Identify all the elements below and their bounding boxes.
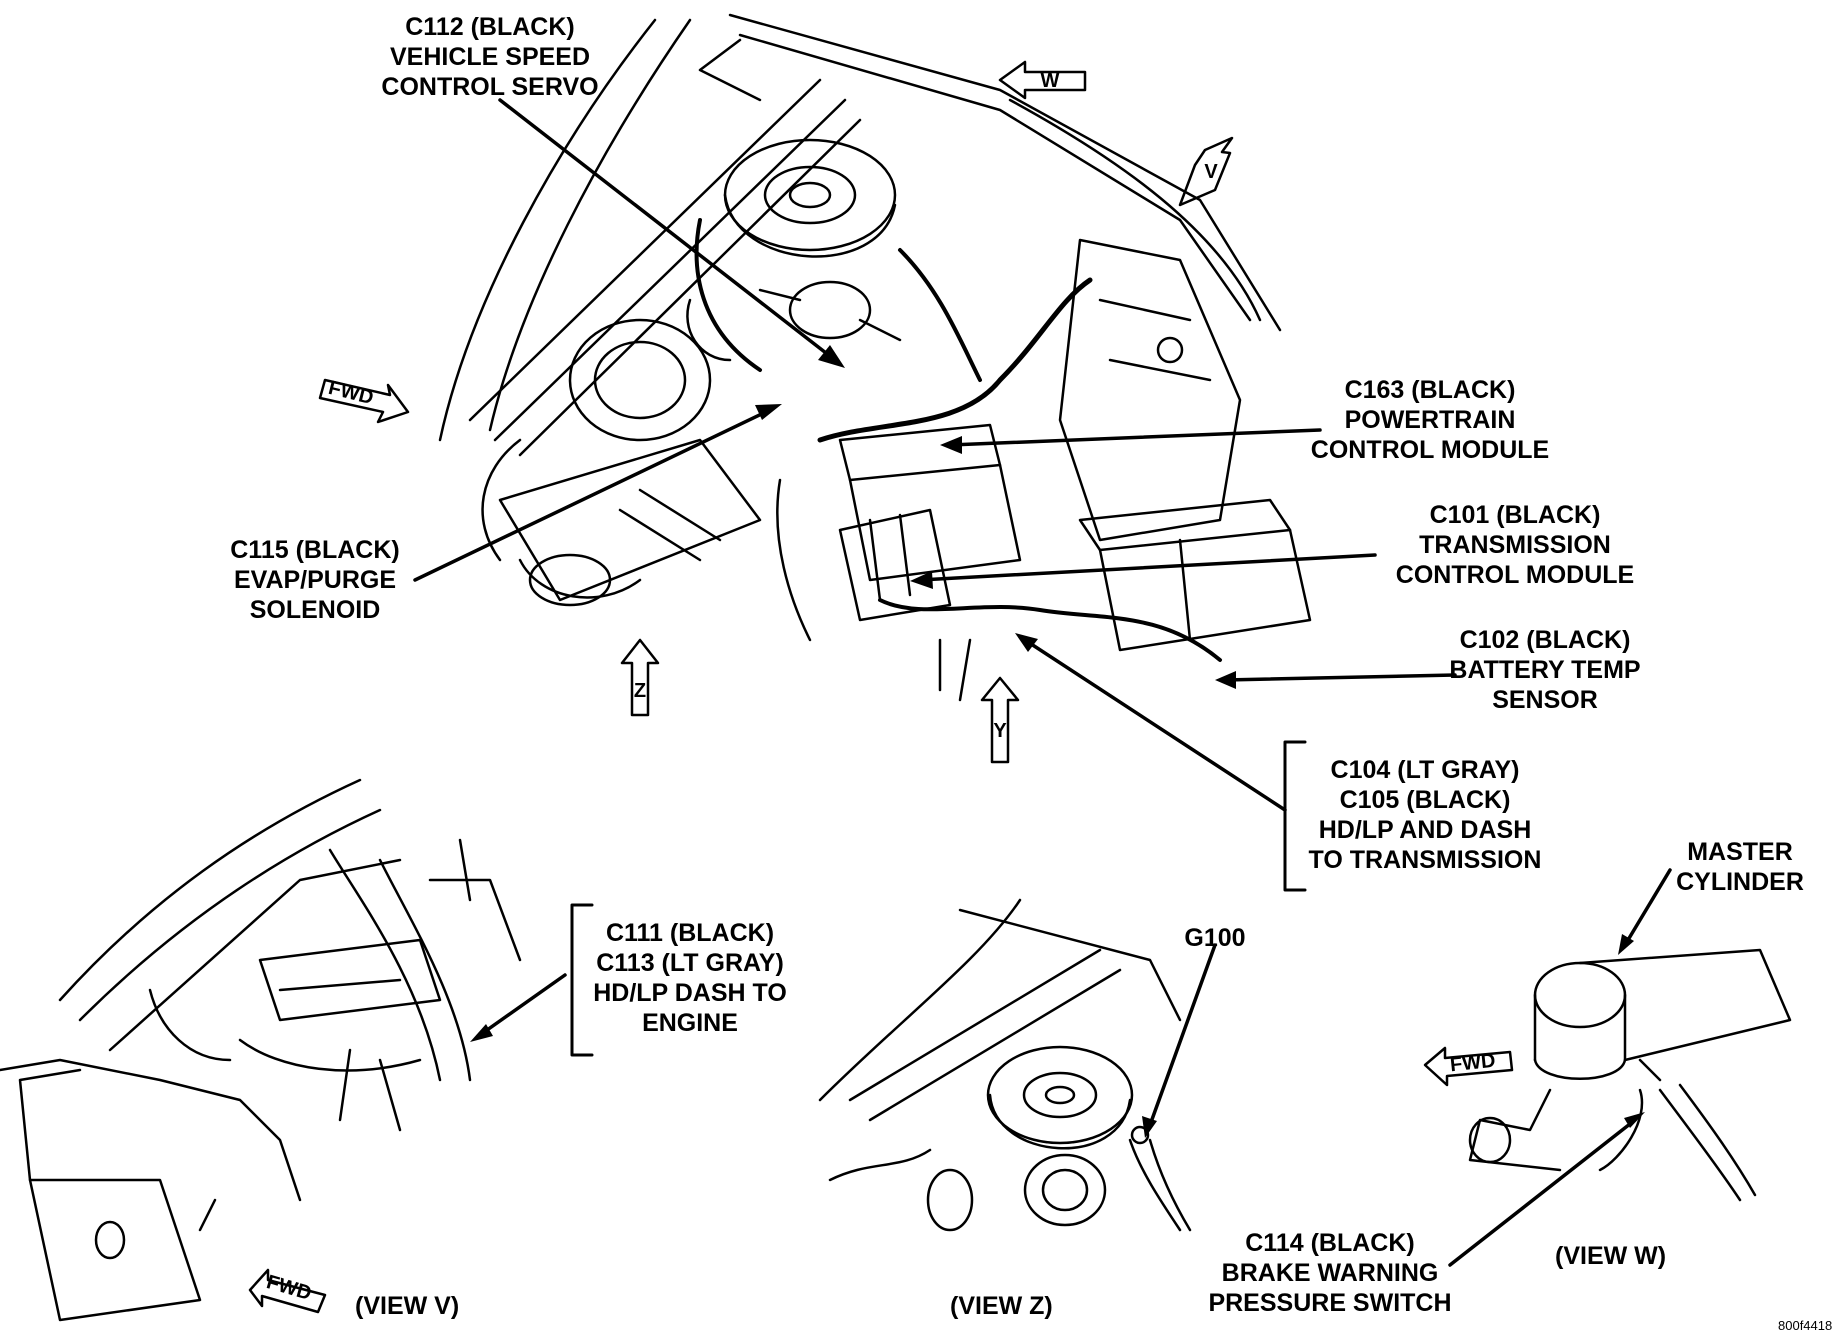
label-c163: C163 (BLACK) POWERTRAIN CONTROL MODULE <box>1285 375 1575 465</box>
label-master-cylinder: MASTER CYLINDER <box>1650 837 1830 897</box>
main-engine-bay <box>438 13 1312 702</box>
label-c115: C115 (BLACK) EVAP/PURGE SOLENOID <box>210 535 420 625</box>
label-c112-line2: VEHICLE SPEED <box>389 43 591 71</box>
label-c104-line4: TO TRANSMISSION <box>1308 846 1542 874</box>
label-c111-line3: HD/LP DASH TO <box>593 979 787 1007</box>
label-c163-line3: CONTROL MODULE <box>1310 436 1550 464</box>
label-c111-line2: C113 (LT GRAY) <box>596 949 784 977</box>
label-c114: C114 (BLACK) BRAKE WARNING PRESSURE SWIT… <box>1195 1228 1465 1318</box>
label-c112-line1: C112 (BLACK) <box>405 13 575 41</box>
view-arrow-z <box>620 638 660 717</box>
label-c101-line1: C101 (BLACK) <box>1429 501 1601 529</box>
label-c101-line2: TRANSMISSION <box>1419 531 1611 559</box>
label-c115-line3: SOLENOID <box>249 596 381 624</box>
label-c112: C112 (BLACK) VEHICLE SPEED CONTROL SERVO <box>365 12 615 102</box>
label-c115-line1: C115 (BLACK) <box>230 536 400 564</box>
label-master-line2: CYLINDER <box>1676 868 1804 896</box>
label-c163-line1: C163 (BLACK) <box>1344 376 1516 404</box>
view-z-caption: (VIEW Z) <box>950 1292 1053 1320</box>
c104-bracket <box>1283 740 1307 892</box>
label-c101-line3: CONTROL MODULE <box>1395 561 1635 589</box>
label-c104-line1: C104 (LT GRAY) <box>1330 756 1520 784</box>
fwd-arrow-view-v <box>248 1268 327 1314</box>
label-c163-line2: POWERTRAIN <box>1344 406 1516 434</box>
label-c102: C102 (BLACK) BATTERY TEMP SENSOR <box>1430 625 1660 715</box>
view-v-caption: (VIEW V) <box>355 1292 460 1320</box>
view-w-drawing <box>1448 868 1792 1267</box>
label-g100-text: G100 <box>1184 924 1246 952</box>
figure-id: 800f4418 <box>1778 1318 1833 1333</box>
c111-bracket <box>570 903 594 1057</box>
label-c114-line2: BRAKE WARNING <box>1221 1259 1439 1287</box>
label-c102-line1: C102 (BLACK) <box>1459 626 1631 654</box>
label-c115-line2: EVAP/PURGE <box>233 566 397 594</box>
fwd-label-view-w: FWD <box>1448 1049 1497 1077</box>
view-v-drawing <box>0 778 567 1322</box>
label-c114-line3: PRESSURE SWITCH <box>1208 1289 1452 1317</box>
label-c112-line3: CONTROL SERVO <box>381 73 599 101</box>
label-c101: C101 (BLACK) TRANSMISSION CONTROL MODULE <box>1370 500 1660 590</box>
fwd-arrow-main <box>318 378 410 424</box>
leader-lines-main <box>413 98 1457 812</box>
label-c114-line1: C114 (BLACK) <box>1245 1229 1415 1257</box>
view-arrow-w <box>998 60 1087 100</box>
label-c111-line4: ENGINE <box>642 1009 738 1037</box>
label-c102-line2: BATTERY TEMP <box>1449 656 1641 684</box>
label-master-line1: MASTER <box>1687 838 1793 866</box>
view-w-letter: W <box>1040 70 1060 92</box>
view-arrow-v <box>1178 136 1234 207</box>
label-c104: C104 (LT GRAY) C105 (BLACK) HD/LP AND DA… <box>1290 755 1560 875</box>
leader-arrowheads-main <box>755 345 1236 689</box>
view-y-letter: Y <box>993 720 1007 742</box>
label-c102-line3: SENSOR <box>1492 686 1598 714</box>
label-c111-line1: C111 (BLACK) <box>605 919 775 947</box>
view-z-drawing <box>818 898 1217 1232</box>
view-v-letter: V <box>1204 161 1218 183</box>
view-z-letter: Z <box>633 680 647 702</box>
view-w-caption: (VIEW W) <box>1555 1242 1667 1270</box>
label-c104-line2: C105 (BLACK) <box>1339 786 1511 814</box>
label-g100: G100 <box>1170 923 1260 953</box>
fwd-arrow-view-w <box>1423 1046 1514 1087</box>
label-c104-line3: HD/LP AND DASH <box>1318 816 1532 844</box>
label-c111: C111 (BLACK) C113 (LT GRAY) HD/LP DASH T… <box>575 918 805 1038</box>
view-arrow-y <box>980 676 1020 764</box>
